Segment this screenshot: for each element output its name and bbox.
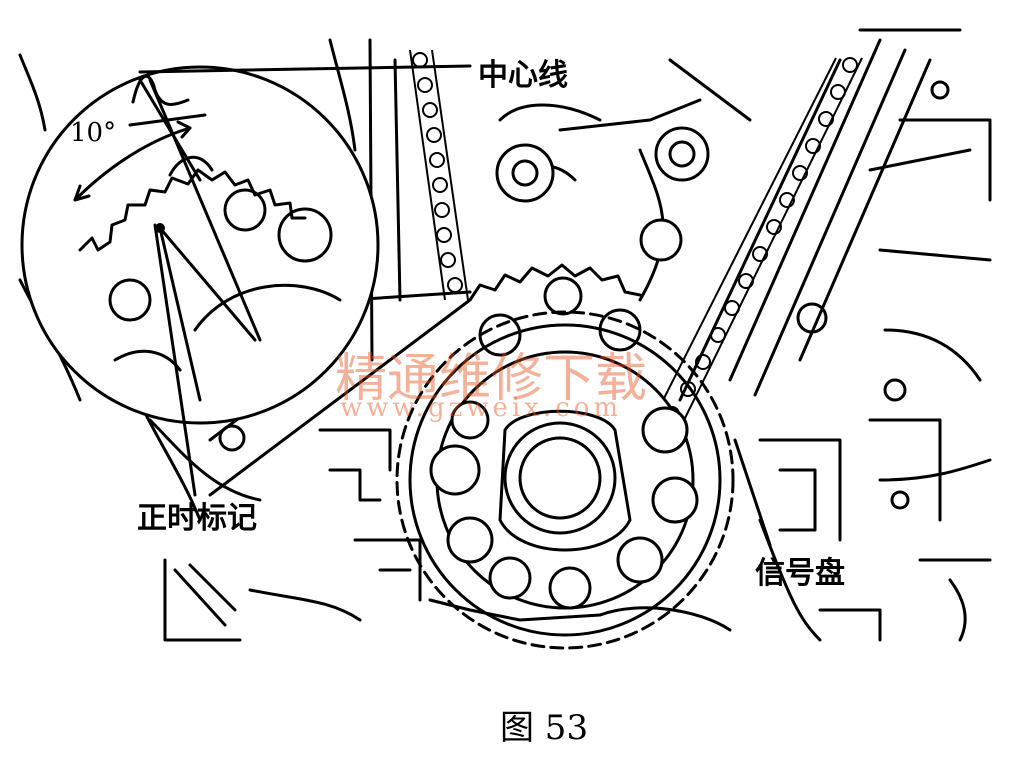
center-line-label: 中心线 bbox=[478, 58, 568, 93]
timing-chain-left bbox=[409, 49, 469, 301]
angle-label: 10° bbox=[70, 118, 117, 148]
chain-guide bbox=[678, 38, 932, 402]
watermark-url: www.gzweix.com bbox=[340, 393, 623, 423]
timing-mark-label: 正时标记 bbox=[137, 501, 257, 536]
signal-plate-label: 信号盘 bbox=[755, 556, 845, 591]
magnifier-callout bbox=[20, 64, 472, 452]
leader-lines bbox=[153, 223, 772, 547]
crank-sprocket bbox=[395, 310, 735, 650]
watermark-title: 精通维修下载 bbox=[335, 349, 648, 409]
figure-caption: 图 53 bbox=[500, 708, 589, 748]
